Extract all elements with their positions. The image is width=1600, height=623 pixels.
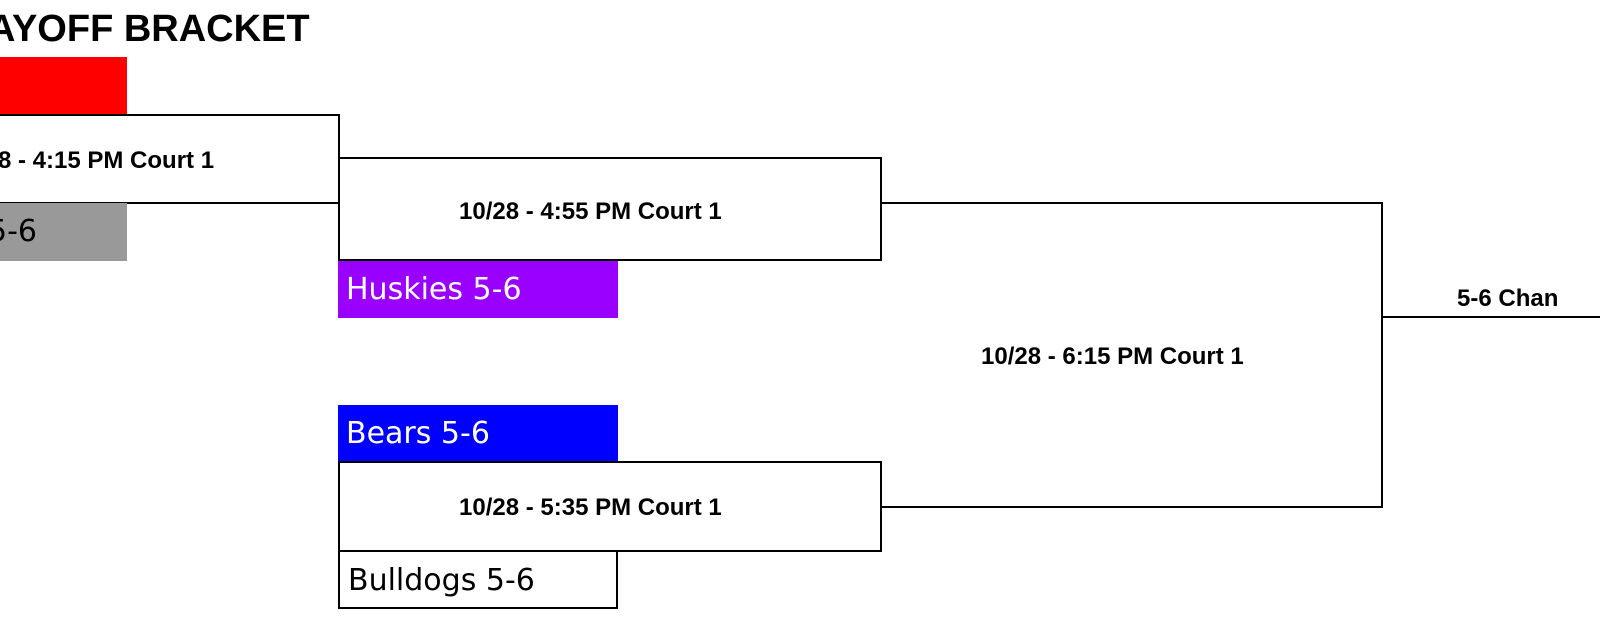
game-label-semifinal-bottom: 10/28 - 5:35 PM Court 1 bbox=[459, 494, 722, 521]
game-label-semifinal-top: 10/28 - 4:55 PM Court 1 bbox=[459, 198, 722, 225]
game-box-final bbox=[880, 202, 1383, 508]
team-slot-bears: Bears 5-6 bbox=[338, 405, 618, 462]
game-label-final: 10/28 - 6:15 PM Court 1 bbox=[981, 343, 1244, 370]
team-slot-round1-bottom: 5-6 bbox=[0, 203, 127, 261]
bracket-title: AYOFF BRACKET bbox=[0, 8, 310, 50]
champion-connector-line bbox=[1381, 316, 1600, 318]
team-slot-huskies: Huskies 5-6 bbox=[338, 261, 618, 318]
game-label-round1: 8 - 4:15 PM Court 1 bbox=[0, 147, 215, 174]
team-slot-bulldogs: Bulldogs 5-6 bbox=[338, 550, 618, 609]
team-slot-round1-top: -6 bbox=[0, 57, 127, 115]
game-box-semifinal-top bbox=[338, 157, 882, 261]
champion-label: 5-6 Chan bbox=[1457, 285, 1559, 312]
